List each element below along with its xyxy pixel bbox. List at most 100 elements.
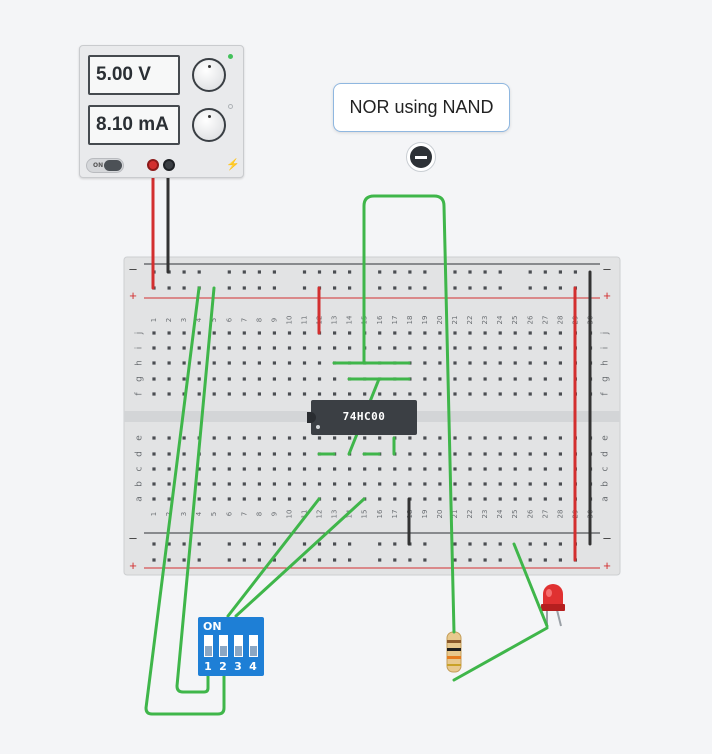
breadboard-hole[interactable] bbox=[393, 270, 397, 274]
breadboard-hole[interactable] bbox=[272, 392, 276, 396]
breadboard-hole[interactable] bbox=[393, 346, 397, 350]
breadboard-hole[interactable] bbox=[438, 497, 442, 501]
breadboard-hole[interactable] bbox=[257, 482, 261, 486]
breadboard-hole[interactable] bbox=[378, 558, 382, 562]
breadboard-hole[interactable] bbox=[423, 377, 427, 381]
breadboard-hole[interactable] bbox=[333, 558, 337, 562]
breadboard-hole[interactable] bbox=[333, 392, 337, 396]
breadboard-hole[interactable] bbox=[152, 331, 156, 335]
breadboard-hole[interactable] bbox=[543, 361, 547, 365]
breadboard-hole[interactable] bbox=[257, 377, 261, 381]
breadboard-hole[interactable] bbox=[197, 392, 201, 396]
breadboard-hole[interactable] bbox=[302, 270, 307, 274]
breadboard-hole[interactable] bbox=[423, 482, 427, 486]
breadboard-hole[interactable] bbox=[257, 392, 261, 396]
breadboard-hole[interactable] bbox=[197, 542, 201, 546]
breadboard-hole[interactable] bbox=[378, 497, 382, 501]
breadboard-hole[interactable] bbox=[212, 436, 216, 440]
breadboard-hole[interactable] bbox=[498, 270, 502, 274]
breadboard-hole[interactable] bbox=[498, 286, 502, 290]
breadboard-hole[interactable] bbox=[528, 346, 532, 350]
breadboard-hole[interactable] bbox=[197, 482, 201, 486]
breadboard-hole[interactable] bbox=[317, 377, 322, 381]
breadboard-hole[interactable] bbox=[468, 331, 472, 335]
breadboard-hole[interactable] bbox=[272, 558, 276, 562]
breadboard-hole[interactable] bbox=[558, 331, 562, 335]
breadboard-hole[interactable] bbox=[408, 467, 412, 471]
breadboard-hole[interactable] bbox=[272, 497, 276, 501]
breadboard-hole[interactable] bbox=[182, 286, 186, 290]
breadboard-hole[interactable] bbox=[528, 286, 532, 290]
breadboard-hole[interactable] bbox=[498, 467, 502, 471]
breadboard-hole[interactable] bbox=[528, 361, 532, 365]
breadboard-hole[interactable] bbox=[333, 542, 337, 546]
breadboard-hole[interactable] bbox=[212, 497, 216, 501]
breadboard-hole[interactable] bbox=[393, 482, 397, 486]
breadboard-hole[interactable] bbox=[558, 497, 562, 501]
breadboard-hole[interactable] bbox=[438, 346, 442, 350]
breadboard-hole[interactable] bbox=[167, 542, 171, 546]
ic-chip[interactable]: 74HC00 bbox=[307, 400, 417, 435]
breadboard-hole[interactable] bbox=[317, 436, 322, 440]
breadboard-hole[interactable] bbox=[257, 497, 261, 501]
breadboard-hole[interactable] bbox=[498, 497, 502, 501]
current-knob[interactable] bbox=[192, 108, 226, 142]
breadboard-hole[interactable] bbox=[558, 482, 562, 486]
breadboard-hole[interactable] bbox=[212, 452, 216, 456]
breadboard-hole[interactable] bbox=[257, 467, 261, 471]
breadboard-hole[interactable] bbox=[453, 497, 457, 501]
breadboard-hole[interactable] bbox=[543, 377, 547, 381]
breadboard-hole[interactable] bbox=[513, 497, 517, 501]
breadboard-hole[interactable] bbox=[167, 286, 171, 290]
breadboard-hole[interactable] bbox=[423, 436, 427, 440]
breadboard-hole[interactable] bbox=[438, 377, 442, 381]
breadboard-hole[interactable] bbox=[333, 270, 337, 274]
breadboard-hole[interactable] bbox=[483, 542, 487, 546]
breadboard-hole[interactable] bbox=[152, 482, 156, 486]
breadboard-hole[interactable] bbox=[242, 346, 246, 350]
breadboard-hole[interactable] bbox=[152, 542, 156, 546]
breadboard-hole[interactable] bbox=[378, 436, 382, 440]
breadboard-hole[interactable] bbox=[468, 467, 472, 471]
breadboard-hole[interactable] bbox=[197, 377, 201, 381]
breadboard-hole[interactable] bbox=[558, 452, 562, 456]
breadboard-hole[interactable] bbox=[348, 467, 352, 471]
breadboard-hole[interactable] bbox=[287, 452, 292, 456]
breadboard-hole[interactable] bbox=[528, 270, 532, 274]
breadboard-hole[interactable] bbox=[528, 467, 532, 471]
breadboard-hole[interactable] bbox=[317, 542, 322, 546]
breadboard-hole[interactable] bbox=[287, 497, 292, 501]
breadboard-hole[interactable] bbox=[333, 331, 337, 335]
breadboard-hole[interactable] bbox=[197, 467, 201, 471]
breadboard-hole[interactable] bbox=[212, 392, 216, 396]
breadboard-hole[interactable] bbox=[167, 377, 171, 381]
breadboard-hole[interactable] bbox=[453, 270, 457, 274]
breadboard-hole[interactable] bbox=[498, 482, 502, 486]
resistor[interactable] bbox=[446, 631, 462, 673]
breadboard-hole[interactable] bbox=[423, 346, 427, 350]
breadboard-hole[interactable] bbox=[558, 361, 562, 365]
breadboard-hole[interactable] bbox=[242, 361, 246, 365]
breadboard-hole[interactable] bbox=[543, 346, 547, 350]
breadboard-hole[interactable] bbox=[227, 467, 231, 471]
breadboard-hole[interactable] bbox=[438, 467, 442, 471]
breadboard-hole[interactable] bbox=[242, 467, 246, 471]
breadboard-hole[interactable] bbox=[483, 467, 487, 471]
breadboard-hole[interactable] bbox=[272, 377, 276, 381]
power-switch[interactable]: ON bbox=[86, 158, 124, 173]
breadboard-hole[interactable] bbox=[453, 286, 457, 290]
breadboard-hole[interactable] bbox=[272, 346, 276, 350]
red-led[interactable] bbox=[541, 584, 565, 628]
breadboard-hole[interactable] bbox=[513, 392, 517, 396]
breadboard-hole[interactable] bbox=[498, 377, 502, 381]
breadboard-hole[interactable] bbox=[453, 558, 457, 562]
breadboard-hole[interactable] bbox=[498, 452, 502, 456]
breadboard-hole[interactable] bbox=[513, 377, 517, 381]
breadboard-hole[interactable] bbox=[287, 436, 292, 440]
breadboard-hole[interactable] bbox=[483, 331, 487, 335]
breadboard-hole[interactable] bbox=[302, 377, 307, 381]
breadboard-hole[interactable] bbox=[287, 392, 292, 396]
breadboard-hole[interactable] bbox=[182, 452, 186, 456]
breadboard-hole[interactable] bbox=[272, 331, 276, 335]
breadboard-hole[interactable] bbox=[152, 497, 156, 501]
